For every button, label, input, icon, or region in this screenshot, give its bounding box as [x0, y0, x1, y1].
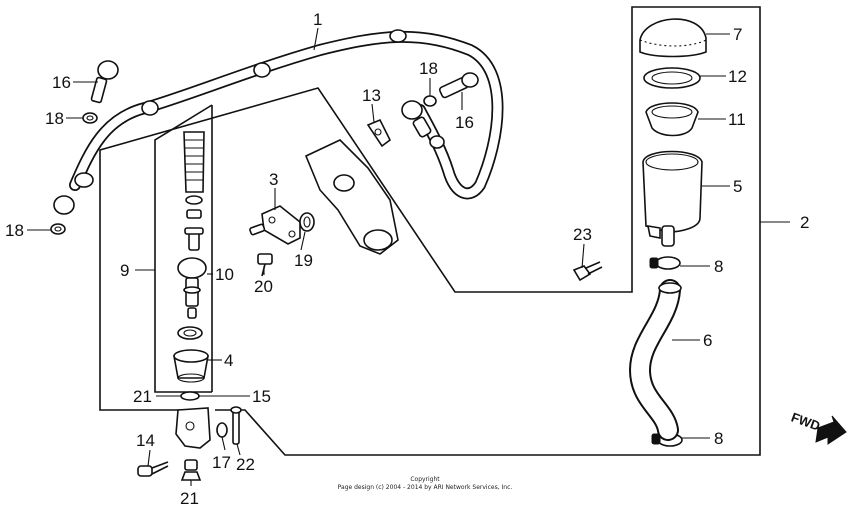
boot-seal: [173, 349, 209, 383]
forward-arrow: FWD: [789, 409, 847, 445]
part-label-18-upper-left: 18: [45, 109, 64, 128]
part-label-22: 22: [236, 455, 255, 474]
hose-ferrule: [253, 62, 271, 78]
part-label-23: 23: [573, 225, 592, 244]
part-number-labels: 1 2 3 4 5 6 7 8 8 9 10 11 12 13 14 15 16…: [5, 10, 809, 508]
hose-fitting: [74, 172, 94, 188]
copyright-line-1: Copyright: [410, 476, 440, 483]
part-label-1: 1: [313, 10, 322, 29]
part-label-19: 19: [294, 251, 313, 270]
reservoir-hose: [628, 279, 682, 441]
brake-hose: [69, 29, 504, 200]
banjo-fitting-lower-left: [53, 195, 75, 215]
part-label-6: 6: [703, 331, 712, 350]
part-label-14: 14: [136, 431, 155, 450]
leader-lines: [27, 27, 730, 486]
push-rod-parts: [184, 195, 204, 251]
banjo-bolt-upper-left: [90, 60, 119, 104]
joint-bolt-20: [257, 253, 273, 277]
part-label-2: 2: [800, 213, 809, 232]
part-label-4: 4: [224, 351, 233, 370]
hose-fitting: [412, 116, 432, 138]
circlip: [180, 391, 200, 401]
piston-boot: [183, 131, 205, 193]
piston-cup: [177, 326, 203, 340]
part-label-10: 10: [215, 265, 234, 284]
screw-22: [230, 406, 242, 445]
part-label-7: 7: [733, 25, 742, 44]
part-label-13: 13: [362, 86, 381, 105]
sealing-washer-lower-left: [50, 223, 66, 235]
reservoir-joint: [304, 139, 399, 255]
washer-17: [216, 422, 228, 438]
part-label-20: 20: [254, 277, 273, 296]
reservoir-joint-plate: [249, 205, 301, 245]
reservoir-mount-bolt: [572, 261, 603, 282]
hose-ferrule: [429, 135, 445, 149]
o-ring: [299, 212, 315, 232]
part-label-8-upper: 8: [714, 257, 723, 276]
hose-ferrule: [141, 100, 159, 116]
part-label-18-right: 18: [419, 59, 438, 78]
copyright-line-2: Page design (c) 2004 - 2014 by ARI Netwo…: [337, 484, 513, 491]
sealing-washer-upper-left: [82, 112, 98, 124]
part-label-16-right: 16: [455, 113, 474, 132]
part-label-11: 11: [728, 110, 746, 129]
part-label-3: 3: [269, 170, 278, 189]
cap-plate: [643, 67, 701, 89]
reservoir-tank: [642, 150, 703, 247]
part-label-21-lower: 21: [180, 489, 199, 508]
part-label-18-lower-left: 18: [5, 221, 24, 240]
hose-clamp-upper: [649, 256, 681, 270]
mounting-nut: [184, 459, 198, 471]
reservoir-cap: [639, 18, 707, 58]
part-label-5: 5: [733, 177, 742, 196]
part-label-9: 9: [120, 261, 129, 280]
part-label-12: 12: [728, 67, 747, 86]
master-cylinder-body: [175, 407, 211, 481]
mounting-bolt: [137, 461, 169, 477]
part-label-8-lower: 8: [714, 429, 723, 448]
part-label-17: 17: [212, 453, 231, 472]
hose-clip: [366, 118, 392, 148]
piston-assembly: [177, 257, 207, 319]
copyright-notice: Copyright Page design (c) 2004 - 2014 by…: [300, 476, 550, 492]
diaphragm: [645, 102, 699, 137]
part-label-15: 15: [252, 387, 271, 406]
part-label-21-upper: 21: [133, 387, 152, 406]
fwd-label: FWD: [789, 409, 822, 433]
part-label-16-left: 16: [52, 73, 71, 92]
hose-ferrule: [389, 29, 407, 43]
